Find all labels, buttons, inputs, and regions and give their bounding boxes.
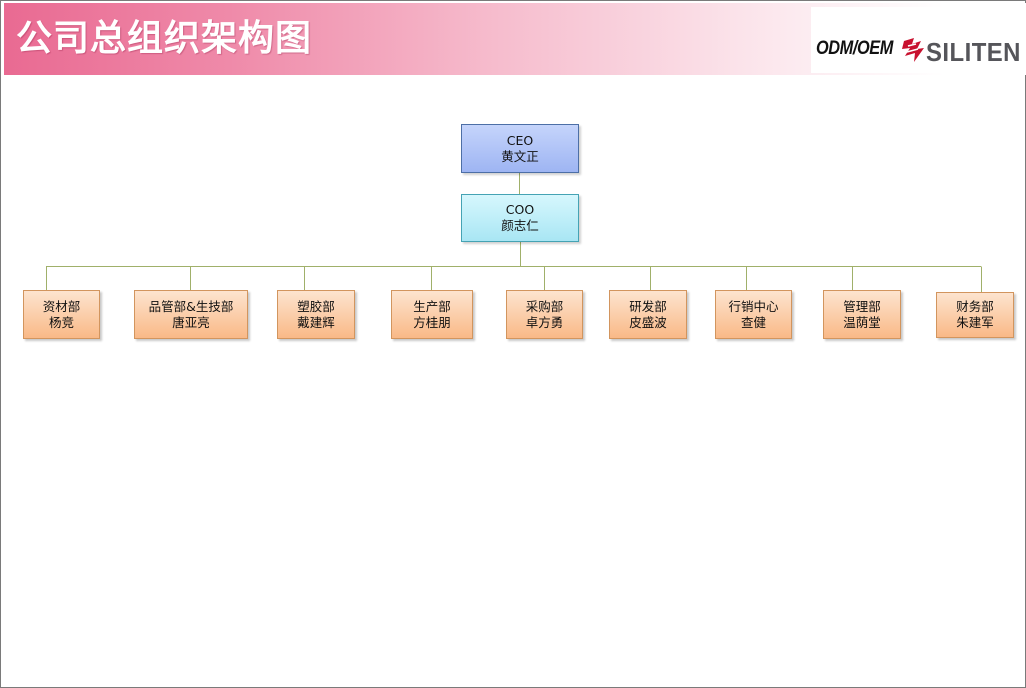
dept-label: 财务部	[956, 299, 994, 314]
dept-head-name: 朱建军	[956, 315, 994, 330]
org-node-dept-4: 生产部 方桂朋	[391, 290, 473, 339]
dept-label: 品管部&生技部	[148, 298, 234, 314]
dept-label: 生产部	[413, 298, 451, 314]
ceo-role: CEO	[506, 132, 534, 148]
org-node-dept-5: 采购部 卓方勇	[506, 290, 583, 339]
org-node-coo: COO 颜志仁	[461, 194, 579, 242]
dept-label: 资材部	[42, 298, 81, 314]
org-node-dept-2: 品管部&生技部 唐亚亮	[134, 290, 248, 339]
dept-label: 研发部	[629, 298, 667, 314]
dept-head-name: 方桂朋	[413, 314, 451, 330]
coo-name: 颜志仁	[501, 218, 539, 233]
dept-head-name: 皮盛波	[629, 314, 667, 330]
dept-label: 管理部	[843, 298, 881, 314]
dept-head-name: 查健	[740, 314, 766, 330]
logo-tagline: ODM/OEM	[816, 38, 893, 59]
dept-label: 塑胶部	[297, 298, 335, 314]
org-node-dept-8: 管理部 温荫堂	[823, 290, 901, 339]
dept-label: 采购部	[525, 298, 564, 314]
dept-head-name: 杨竞	[48, 314, 74, 330]
org-node-dept-6: 研发部 皮盛波	[609, 290, 687, 339]
slide-header: 公司总组织架构图 ODM/OEM SILITEN	[4, 3, 1026, 75]
page-title: 公司总组织架构图	[16, 18, 313, 59]
org-node-dept-3: 塑胶部 戴建辉	[277, 290, 355, 339]
coo-role: COO	[505, 202, 535, 217]
dept-head-name: 卓方勇	[525, 314, 564, 330]
org-node-dept-9: 财务部 朱建军	[936, 292, 1014, 338]
org-node-ceo: CEO 黄文正	[461, 124, 579, 173]
org-node-dept-1: 资材部 杨竞	[23, 290, 100, 339]
logo-mark-icon	[902, 38, 924, 62]
company-logo: ODM/OEM SILITEN	[811, 7, 1026, 73]
ceo-name: 黄文正	[501, 148, 539, 164]
dept-head-name: 唐亚亮	[172, 314, 210, 330]
logo-wordmark: SILITEN	[926, 37, 1021, 67]
dept-label: 行销中心	[728, 298, 779, 314]
dept-head-name: 戴建辉	[297, 314, 335, 330]
org-node-dept-7: 行销中心 查健	[715, 290, 792, 339]
dept-head-name: 温荫堂	[843, 314, 881, 330]
